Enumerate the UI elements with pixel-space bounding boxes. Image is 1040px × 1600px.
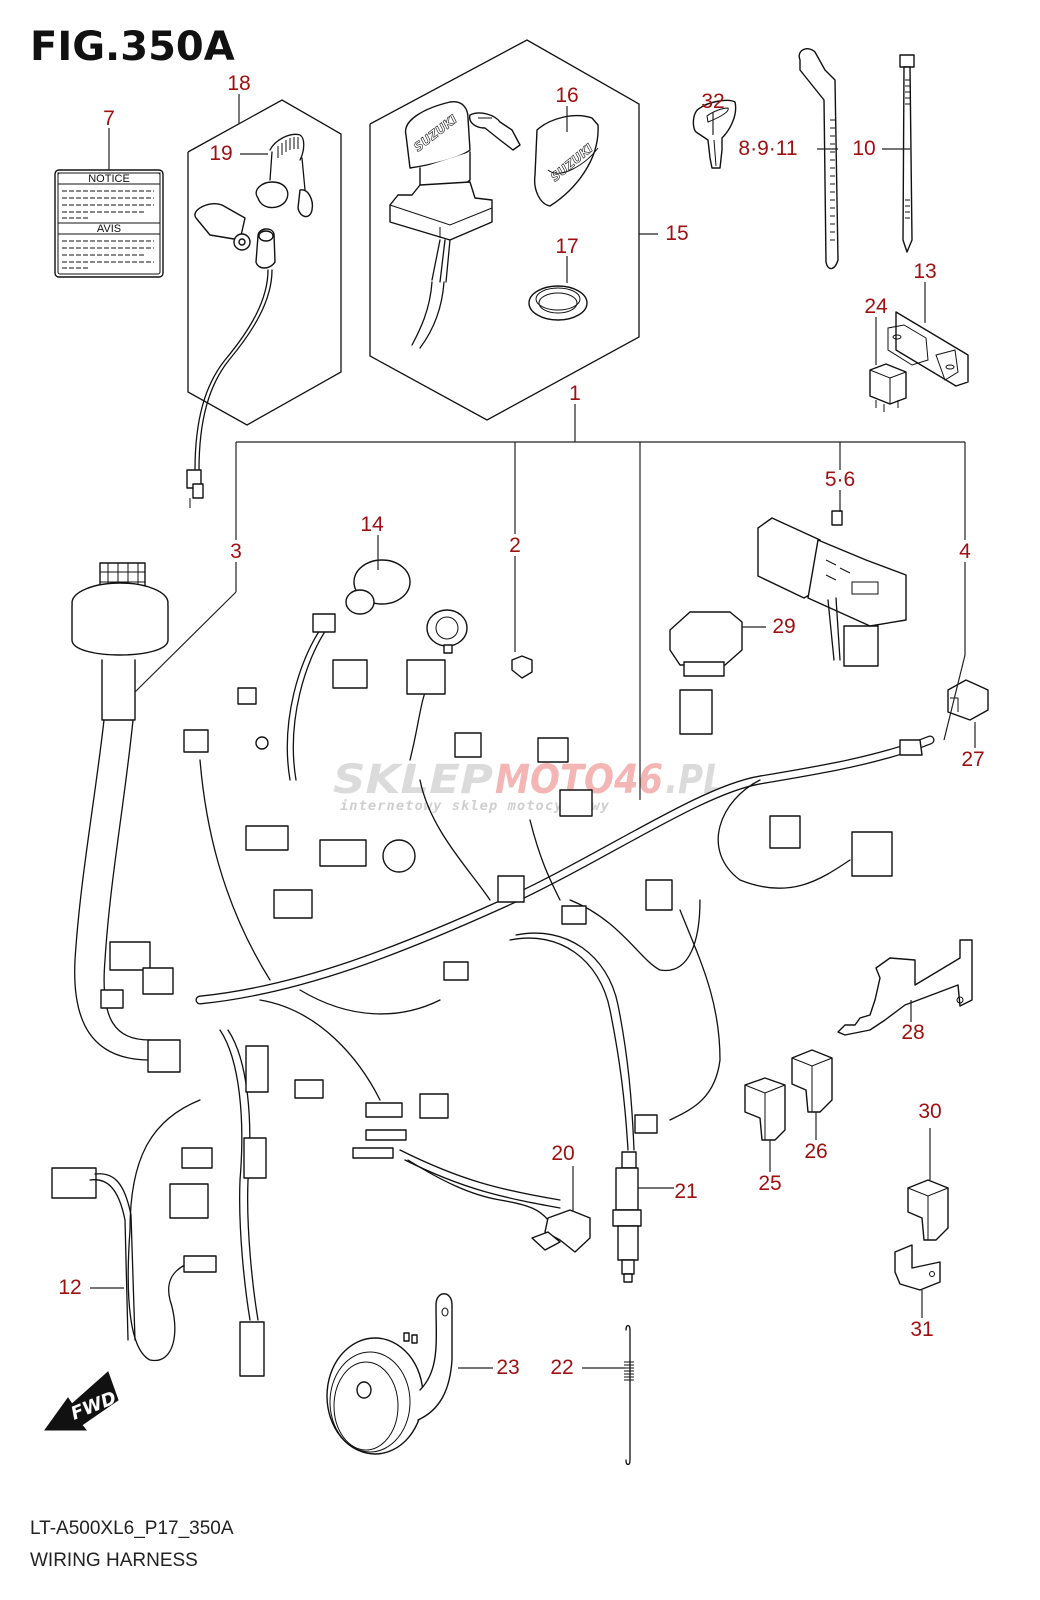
notice-heading: NOTICE	[88, 173, 130, 185]
fwd-arrow-icon: FWD	[44, 1371, 120, 1431]
part-clamp-31	[894, 1244, 941, 1291]
callout-29[interactable]: 29	[772, 615, 795, 638]
part-fuse-box	[757, 510, 907, 661]
callout-22[interactable]: 22	[550, 1356, 573, 1379]
part-connector-cover-30	[907, 1179, 949, 1241]
part-bracket-28	[837, 939, 973, 1036]
callout-7[interactable]: 7	[103, 107, 115, 130]
figure-code: LT-A500XL6_P17_350A	[30, 1518, 234, 1539]
part-connector-cover-25	[744, 1077, 786, 1141]
callout-32[interactable]: 32	[701, 90, 724, 113]
part-bracket-4	[899, 739, 923, 756]
figure-title: FIG.350A	[30, 24, 235, 70]
part-sensor-21	[612, 1151, 642, 1283]
callout-15[interactable]: 15	[665, 222, 688, 245]
part-connector-27	[947, 679, 989, 721]
watermark-tagline: internetowy sklep motocyklowy	[340, 799, 610, 814]
callout-2[interactable]: 2	[509, 534, 521, 557]
watermark-brand-part1: SKLEP	[333, 757, 493, 803]
part-horn	[326, 1293, 453, 1455]
callout-31[interactable]: 31	[910, 1318, 933, 1341]
callout-13[interactable]: 13	[913, 260, 936, 283]
callout-21[interactable]: 21	[674, 1180, 697, 1203]
group-ignition-switch: SUZUKI SUZUKI	[369, 39, 640, 421]
callout-5-6[interactable]: 5·6	[825, 468, 855, 491]
part-sub-harness-12	[89, 1173, 136, 1341]
callout-1[interactable]: 1	[569, 382, 581, 405]
harness-connectors	[51, 613, 893, 1377]
callout-23[interactable]: 23	[496, 1356, 519, 1379]
callout-18[interactable]: 18	[227, 72, 250, 95]
callout-24[interactable]: 24	[864, 295, 888, 318]
part-spring	[624, 1324, 634, 1466]
callout-30[interactable]: 30	[918, 1100, 941, 1123]
callout-14[interactable]: 14	[360, 513, 384, 536]
callout-3[interactable]: 3	[230, 540, 242, 563]
leader-lines	[90, 94, 976, 1369]
part-harness-boot	[71, 562, 169, 1061]
callout-27[interactable]: 27	[961, 748, 984, 771]
callout-17[interactable]: 17	[555, 235, 578, 258]
part-connector-cover-26	[791, 1049, 833, 1113]
part-power-socket	[345, 559, 468, 654]
callout-4[interactable]: 4	[959, 540, 971, 563]
callouts: 7 18 19 16 17 15 32 8·9·11 10 13 24 1 3 …	[58, 72, 984, 1379]
callout-8-9-11[interactable]: 8·9·11	[738, 137, 797, 160]
avis-heading: AVIS	[97, 223, 121, 235]
part-relay-29	[669, 611, 743, 677]
part-cable-tie	[899, 54, 915, 253]
part-relay	[869, 363, 907, 412]
callout-26[interactable]: 26	[804, 1140, 827, 1163]
callout-12[interactable]: 12	[58, 1276, 81, 1299]
callout-19[interactable]: 19	[209, 142, 232, 165]
figure-caption: WIRING HARNESS	[30, 1550, 198, 1571]
callout-10[interactable]: 10	[852, 137, 875, 160]
callout-25[interactable]: 25	[758, 1172, 781, 1195]
part-cable-clamp	[798, 48, 839, 270]
part-notice-label: NOTICE AVIS	[54, 169, 164, 278]
callout-28[interactable]: 28	[901, 1021, 924, 1044]
callout-16[interactable]: 16	[555, 84, 578, 107]
part-relay-bracket	[887, 311, 969, 387]
watermark: SKLEP MOTO46 .PL internetowy sklep motoc…	[333, 757, 725, 814]
callout-20[interactable]: 20	[551, 1142, 574, 1165]
part-brake-switch	[352, 1129, 591, 1253]
main-harness	[127, 629, 935, 1361]
part-connector-cap	[511, 655, 533, 679]
group-engine-stop-switch	[186, 99, 342, 508]
